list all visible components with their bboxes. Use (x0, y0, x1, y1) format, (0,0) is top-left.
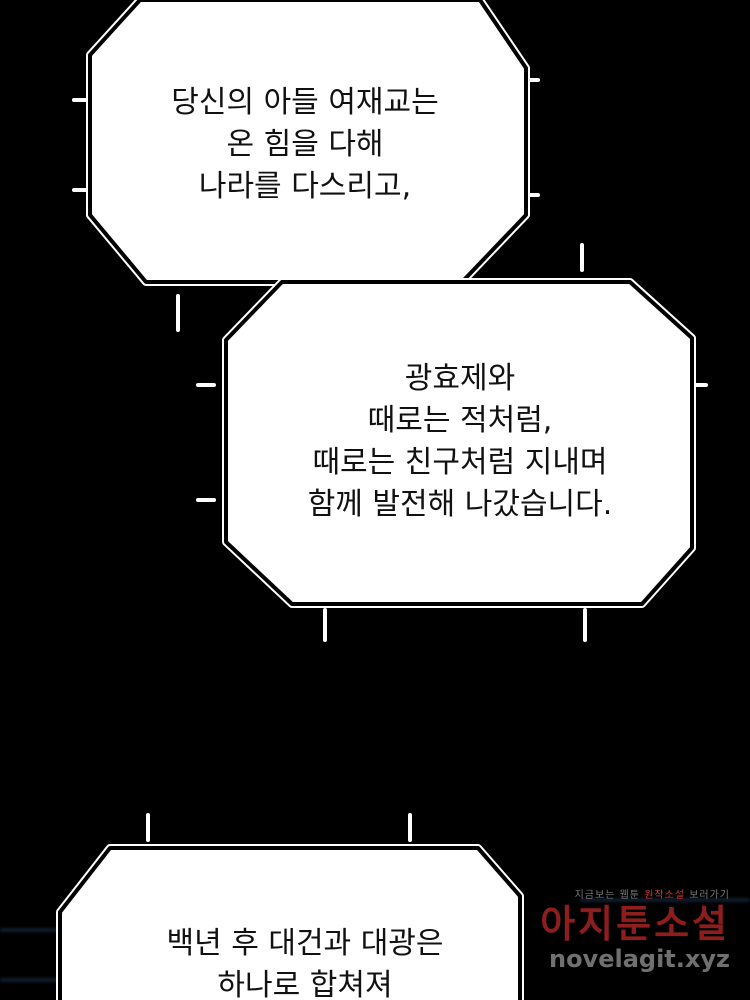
bubble-3-text: 백년 후 대건과 대광은 하나로 합쳐져 (80, 923, 530, 1000)
speech-bubble-3 (56, 813, 524, 1000)
bubble-1-text: 당신의 아들 여재교는 온 힘을 다해 나라를 다스리고, (100, 82, 510, 208)
watermark-brand: 아지툰소설 (540, 902, 730, 946)
bubble-2-line-4: 함께 발전해 나갔습니다. (307, 487, 613, 522)
watermark-tagline-prefix: 지금보는 웹툰 (574, 890, 640, 901)
watermark-tagline: 지금보는 웹툰 원작소설 보러가기 (505, 890, 730, 902)
bubble-3-line-2: 하나로 합쳐져 (217, 968, 393, 1000)
site-watermark: 지금보는 웹툰 원작소설 보러가기 아지툰소설 novelagit.xyz (505, 890, 730, 972)
bubble-1-line-1: 당신의 아들 여재교는 (171, 85, 439, 120)
speech-bubble-2 (196, 278, 708, 642)
watermark-url: novelagit.xyz (548, 945, 730, 973)
bubble-3-line-1: 백년 후 대건과 대광은 (166, 926, 444, 961)
bubble-1-line-3: 나라를 다스리고, (198, 169, 412, 204)
bubble-2-text: 광효제와 때로는 적처럼, 때로는 친구처럼 지내며 함께 발전해 나갔습니다. (240, 358, 680, 526)
watermark-tagline-highlight: 원작소설 (644, 890, 685, 901)
bubble-2-line-2: 때로는 적처럼, (367, 403, 553, 438)
watermark-tagline-suffix: 보러가기 (689, 890, 730, 901)
bubble-2-line-3: 때로는 친구처럼 지내며 (312, 445, 608, 480)
bubble-1-line-2: 온 힘을 다해 (226, 127, 384, 162)
bubble-2-line-1: 광효제와 (404, 361, 516, 396)
